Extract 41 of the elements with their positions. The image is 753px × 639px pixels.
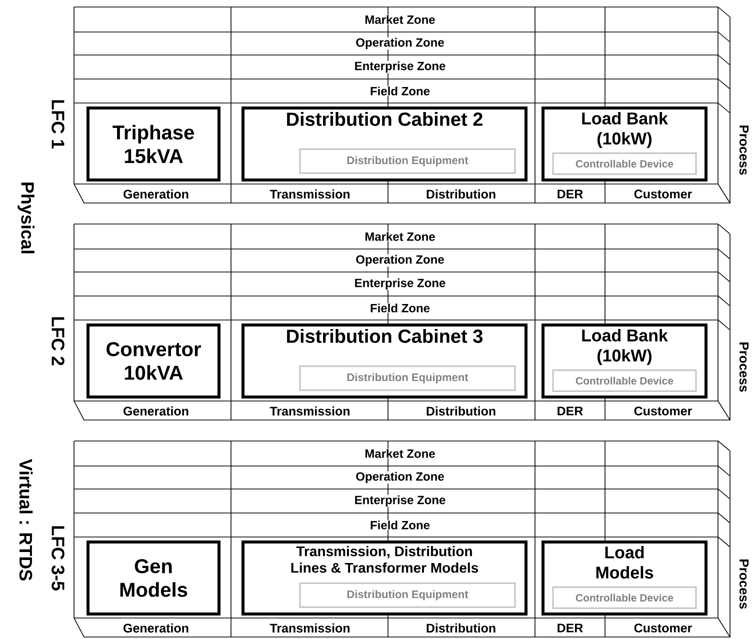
zone-label: Market Zone xyxy=(364,232,436,242)
process-box: Triphase 15kVA xyxy=(86,106,220,182)
equipment-box: Controllable Device xyxy=(552,369,697,392)
domain-label: Transmission xyxy=(269,622,351,634)
zone-label: Field Zone xyxy=(370,520,430,530)
layer-label: Physical xyxy=(18,182,34,254)
domain-label: DER xyxy=(556,406,584,416)
zone-label: Market Zone xyxy=(364,14,436,24)
equipment-box: Distribution Equipment xyxy=(299,148,516,174)
zone-label: Market Zone xyxy=(364,448,436,458)
zone-label: Operation Zone xyxy=(355,471,445,484)
domain-label: Customer xyxy=(633,189,693,199)
domain-label: Distribution xyxy=(425,188,497,200)
equipment-box: Distribution Equipment xyxy=(299,582,516,608)
domain-label: Transmission xyxy=(269,406,351,416)
zone-label: Operation Zone xyxy=(355,254,445,267)
domain-label: Distribution xyxy=(425,622,497,634)
equipment-box: Controllable Device xyxy=(552,152,697,175)
process-box: Convertor 10kVA xyxy=(86,324,220,398)
equipment-box: Controllable Device xyxy=(552,586,697,609)
zone-label: Enterprise Zone xyxy=(354,494,446,508)
zone-label: Enterprise Zone xyxy=(354,278,446,290)
zone-label: Field Zone xyxy=(370,86,430,96)
domain-label: Customer xyxy=(633,623,693,633)
domain-label: Customer xyxy=(633,406,693,416)
zone-label: Enterprise Zone xyxy=(354,60,446,74)
process-label: Process xyxy=(739,126,749,175)
process-label: Process xyxy=(739,560,749,609)
layer-label: LFC 2 xyxy=(52,317,64,366)
zone-label: Field Zone xyxy=(370,303,430,313)
layer-label: Virtual : RTDS xyxy=(19,458,33,580)
domain-label: Transmission xyxy=(269,188,351,200)
domain-label: DER xyxy=(556,189,584,199)
zone-label: Operation Zone xyxy=(355,37,445,50)
domain-label: Distribution xyxy=(425,406,497,416)
domain-label: DER xyxy=(556,623,584,633)
process-label: Process xyxy=(739,342,749,392)
layer-label: LFC 3-5 xyxy=(52,526,64,590)
layer-label: LFC 1 xyxy=(52,100,64,148)
equipment-box: Distribution Equipment xyxy=(299,365,516,391)
process-box: Gen Models xyxy=(86,540,220,616)
